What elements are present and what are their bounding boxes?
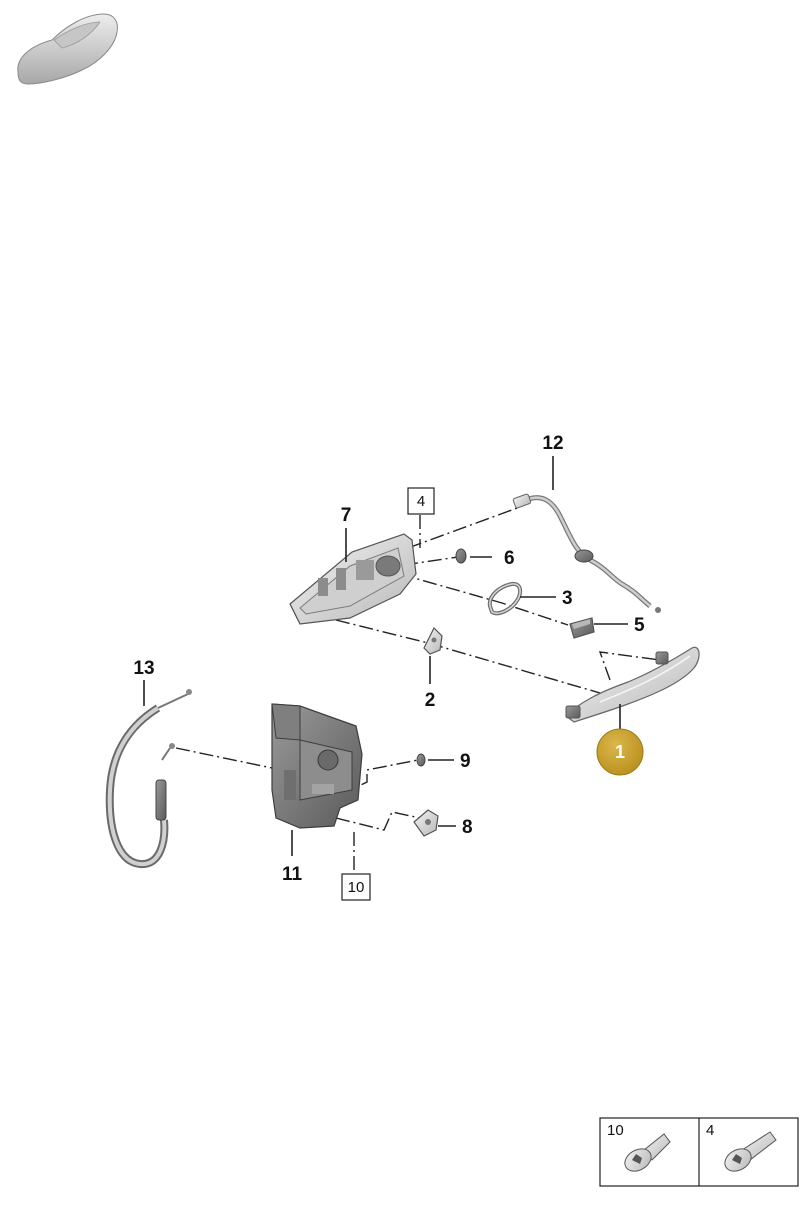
part-2-seal <box>423 626 443 655</box>
boxed-callout-4: 4 <box>407 487 435 515</box>
callout-11: 11 <box>282 864 303 885</box>
callout-5: 5 <box>634 615 645 636</box>
callout-3: 3 <box>562 588 573 609</box>
callout-2: 2 <box>425 690 436 711</box>
part-12-release-cable <box>512 493 661 613</box>
fastener-legend: 10 4 <box>599 1117 799 1187</box>
highlighted-callout-1-label: 1 <box>615 742 625 762</box>
callout-9: 9 <box>460 751 471 772</box>
part-1-door-handle <box>565 646 700 723</box>
bolt-icon <box>724 1131 777 1172</box>
part-13-cable <box>105 689 192 869</box>
callout-8: 8 <box>462 817 473 838</box>
part-9-grommet <box>416 753 426 767</box>
assembly-lines <box>175 506 661 872</box>
car-thumbnail-icon <box>17 13 118 85</box>
part-8-bracket <box>413 809 439 837</box>
part-11-door-lock <box>271 703 363 829</box>
callout-12: 12 <box>542 433 563 454</box>
boxed-callout-4-label: 4 <box>417 493 425 510</box>
part-7-handle-carrier <box>289 533 417 625</box>
callout-7: 7 <box>341 505 352 526</box>
callout-6: 6 <box>504 548 515 569</box>
boxed-callout-10-label: 10 <box>348 879 365 896</box>
leader-lines <box>143 456 628 856</box>
highlighted-callout-1[interactable]: 1 <box>596 728 644 776</box>
part-6-plug <box>455 548 467 564</box>
legend-label-right: 4 <box>706 1122 714 1139</box>
callout-13: 13 <box>133 658 154 679</box>
legend-label-left: 10 <box>607 1122 624 1139</box>
part-3-seal <box>487 581 523 616</box>
boxed-callout-10: 10 <box>341 873 371 901</box>
part-5-cap <box>569 617 595 639</box>
bolt-icon <box>624 1133 671 1172</box>
